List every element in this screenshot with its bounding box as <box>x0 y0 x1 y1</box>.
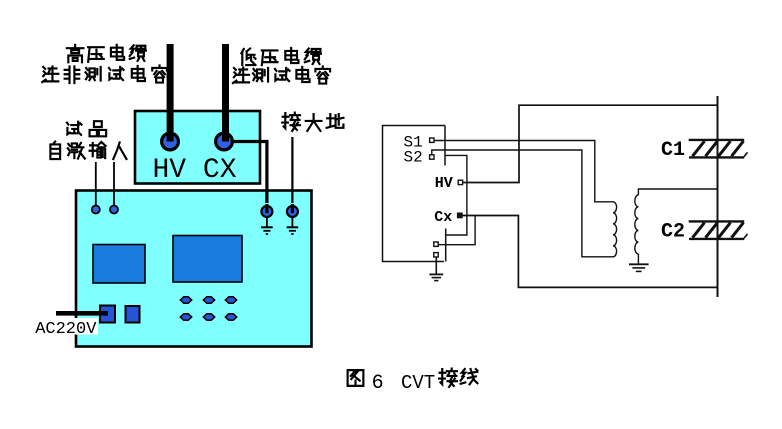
svg-text:Cx: Cx <box>434 209 452 226</box>
svg-text:6: 6 <box>372 372 384 395</box>
svg-text:S1: S1 <box>404 134 423 152</box>
svg-text:HV: HV <box>435 175 453 192</box>
svg-text:S2: S2 <box>404 149 423 167</box>
svg-text:C2: C2 <box>661 220 685 243</box>
svg-text:AC220V: AC220V <box>35 320 97 339</box>
svg-text:C1: C1 <box>661 139 685 162</box>
svg-text:CVT: CVT <box>401 372 435 394</box>
svg-text:HV CX: HV CX <box>153 155 237 186</box>
